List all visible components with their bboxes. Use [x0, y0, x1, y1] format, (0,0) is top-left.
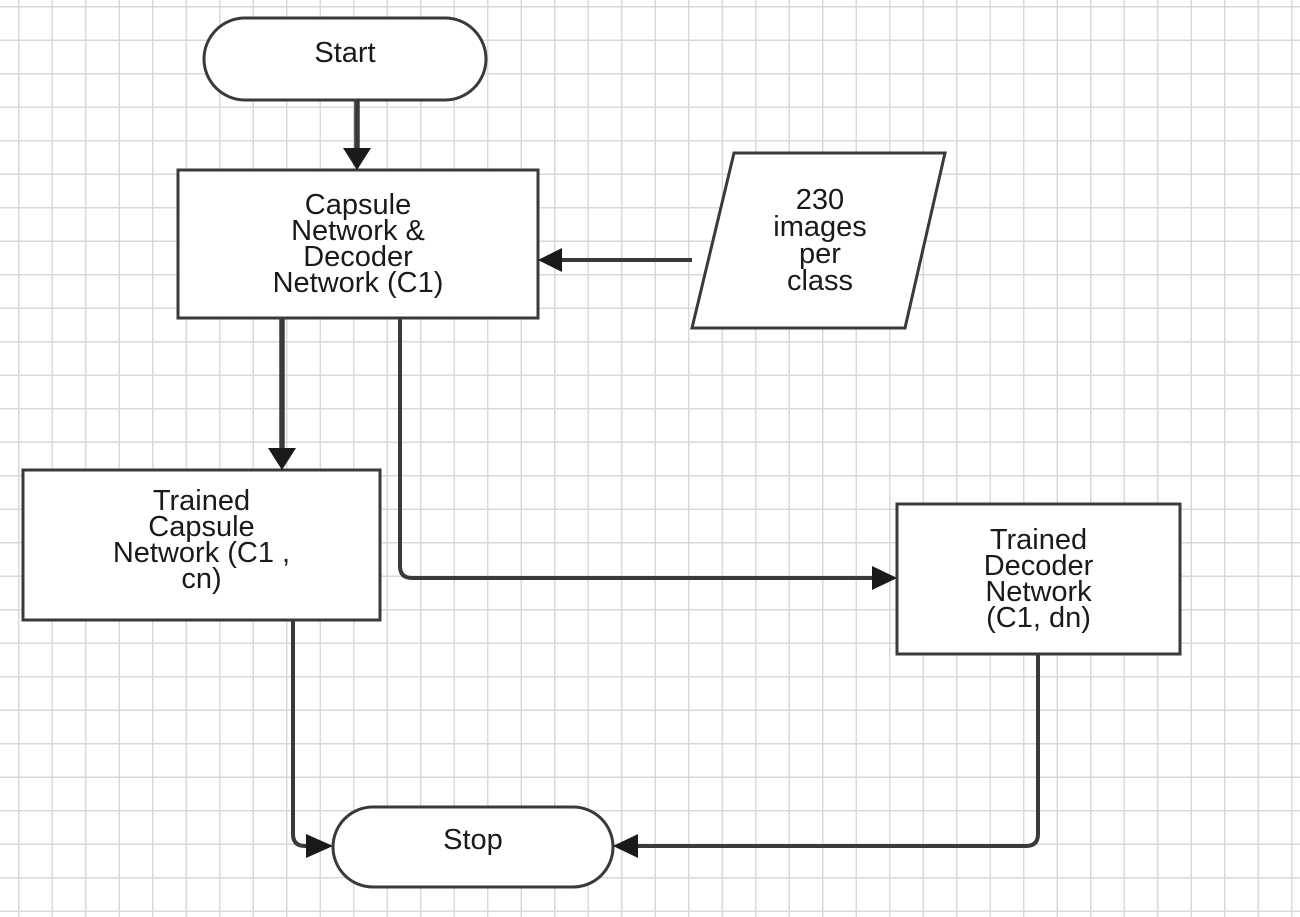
arrowhead-capsule-decoder-to-trained-decoder: [872, 566, 897, 590]
node-input-images[interactable]: [690, 151, 947, 330]
node-stop[interactable]: [331, 805, 615, 889]
edge-trained-decoder-to-stop: [636, 654, 1040, 848]
arrowhead-input-to-capsule-decoder: [538, 248, 562, 272]
label-start: Start: [314, 37, 376, 69]
label-trained-capsule: Trained Capsule Network (C1 , cn): [112, 485, 291, 595]
edge-capsule-decoder-to-trained-decoder: [398, 318, 874, 580]
arrowhead-trained-decoder-to-stop: [613, 834, 638, 858]
label-capsule-decoder: Capsule Network & Decoder Network (C1): [272, 189, 444, 299]
node-trained-capsule[interactable]: [21, 468, 382, 622]
node-start[interactable]: [202, 16, 488, 102]
node-capsule-decoder[interactable]: [176, 168, 540, 320]
label-input-images: 230 images per class: [773, 183, 867, 297]
arrowhead-capsule-decoder-to-trained-capsule: [268, 448, 296, 470]
arrowhead-start-to-capsule-decoder: [343, 148, 371, 170]
edge-trained-capsule-to-stop: [291, 620, 310, 848]
arrowhead-trained-capsule-to-stop: [306, 834, 333, 858]
node-trained-decoder[interactable]: [895, 502, 1182, 656]
label-trained-decoder: Trained Decoder Network (C1, dn): [983, 524, 1094, 634]
label-stop: Stop: [443, 824, 503, 856]
